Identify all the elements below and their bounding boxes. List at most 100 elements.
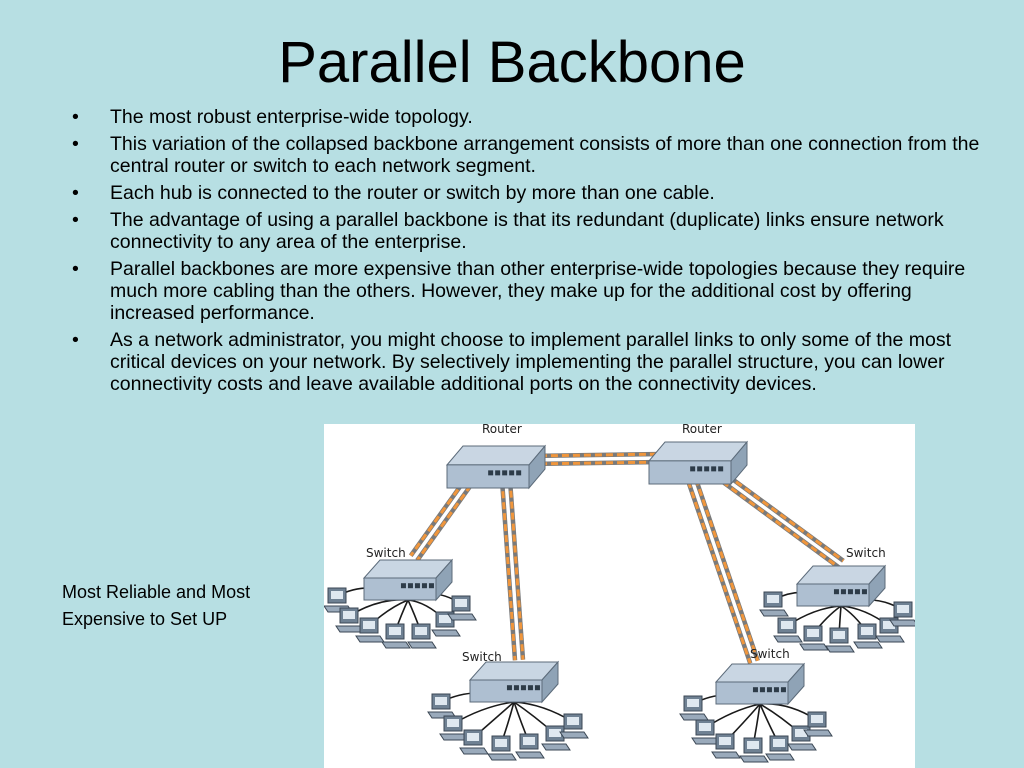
screen-icon [781,621,793,629]
screen-icon [439,615,451,623]
bullet-list: The most robust enterprise-wide topology… [68,106,988,400]
workstation-icon [889,601,915,627]
port-icon [407,583,413,589]
screen-icon [495,739,507,747]
workstation-icon [853,623,883,649]
device-layer [362,440,887,706]
workstation-icon [875,617,905,643]
workstation-icon [711,733,741,759]
diagram-caption: Most Reliable and Most Expensive to Set … [62,579,312,633]
port-icon [488,470,494,476]
keyboard-icon [765,753,795,761]
switch-icon [362,558,454,602]
screen-icon [807,629,819,637]
keyboard-icon [487,753,517,761]
router-label: Router [482,424,522,436]
port-icon [854,589,860,595]
slide-title: Parallel Backbone [278,30,746,95]
port-icon [502,470,508,476]
workstation-icon [765,735,795,761]
parallel-cable [500,480,517,661]
workstation-layer [324,587,915,763]
keyboard-icon [541,743,571,751]
screen-icon [415,627,427,635]
workstation-icon [739,737,769,763]
screen-icon [883,621,895,629]
workstation-icon [335,607,365,633]
device-top [445,445,547,466]
screen-icon [435,697,447,705]
screen-icon [363,621,375,629]
port-icon [780,687,786,693]
switch-icon [714,662,806,706]
port-icon [704,466,710,472]
device-side [541,660,559,704]
keyboard-icon [459,747,489,755]
keyboard-icon [381,641,411,649]
port-icon [509,470,515,476]
port-icon [711,466,717,472]
device-front [469,679,543,703]
bullet-item: This variation of the collapsed backbone… [68,133,988,177]
screen-icon [719,737,731,745]
port-icon [833,589,839,595]
workstation-icon [515,733,545,759]
port-icon [847,589,853,595]
device-side [435,558,453,602]
bullet-item: Parallel backbones are more expensive th… [68,258,988,324]
keyboard-icon [759,609,789,617]
workstation-icon [759,591,789,617]
parallel-cable [528,452,664,458]
device-side [868,564,886,608]
port-icon [495,470,501,476]
keyboard-icon [711,751,741,759]
device-side [787,662,805,706]
keyboard-icon [355,635,385,643]
screen-icon [699,723,711,731]
port-icon [400,583,406,589]
parallel-cable [712,474,840,569]
workstation-icon [559,713,589,739]
workstation-icon [803,711,833,737]
port-icon [697,466,703,472]
device-top [647,441,749,462]
screen-icon [861,627,873,635]
keyboard-icon [787,743,817,751]
screen-icon [331,591,343,599]
parallel-cable [686,480,752,664]
keyboard-icon [853,641,883,649]
switch-icon [795,564,887,608]
device-side [528,444,546,490]
switch-label: Switch [462,650,502,664]
screen-icon [773,739,785,747]
device-front [363,577,437,601]
port-icon [534,685,540,691]
screen-icon [833,631,845,639]
keyboard-icon [739,755,769,763]
parallel-cable [529,460,665,466]
keyboard-icon [875,635,905,643]
network-diagram: Router Router Switch Switch Switch Switc… [324,424,915,768]
parallel-cable [694,478,760,662]
switch-icon [468,660,560,704]
port-icon [506,685,512,691]
port-icon [773,687,779,693]
keyboard-icon [407,641,437,649]
router-icon [445,444,547,490]
workstation-icon [407,623,437,649]
device-front [446,464,530,489]
port-icon [527,685,533,691]
screen-icon [567,717,579,725]
screen-icon [343,611,355,619]
port-icon [861,589,867,595]
keyboard-icon [825,645,855,653]
device-front [648,460,732,485]
screen-icon [549,729,561,737]
workstation-icon [381,623,411,649]
parallel-cable [717,467,845,562]
port-icon [766,687,772,693]
switch-label: Switch [366,546,406,560]
port-icon [421,583,427,589]
screen-icon [447,719,459,727]
workstation-icon [447,595,477,621]
